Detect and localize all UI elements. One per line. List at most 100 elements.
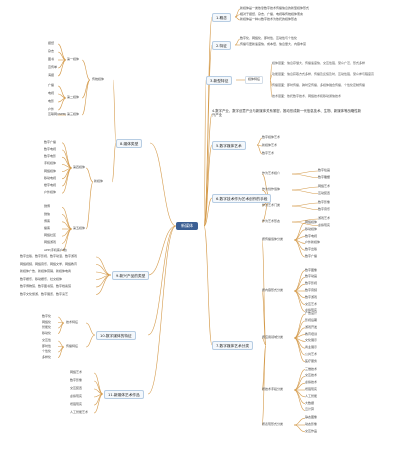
leaf-link — [111, 142, 117, 183]
art-role-group: 作为艺术媒介 — [262, 171, 281, 175]
category-item: 增强现实 — [305, 387, 318, 391]
branch-link — [203, 79, 207, 227]
leaf-link — [81, 79, 91, 116]
category-item: 动态影像 — [305, 422, 318, 426]
digital-art-term: 数字媒体艺术 — [262, 135, 281, 139]
category-item: 数字广播 — [305, 254, 318, 258]
category-group: 按表现形式分类 — [262, 422, 284, 426]
media-item: 数字电影 — [44, 154, 57, 159]
section-digital-media-art-node: 5.数字媒体艺术 — [212, 141, 246, 150]
section-new-features-node: 3.新型特征 — [206, 76, 233, 85]
category-item: 网络媒体 — [305, 220, 318, 224]
section-product-type-node: 9.新兴产品的类型 — [112, 271, 150, 280]
media-item: 电影 — [48, 99, 55, 103]
leaf-link — [261, 344, 267, 426]
media-item: 电视 — [48, 91, 55, 95]
media-tier-node: 第四媒体 — [73, 165, 86, 169]
leaf-link — [57, 346, 65, 358]
media-item: 微信 — [44, 211, 51, 216]
branch-link — [147, 225, 177, 395]
artwork-item: 人工智能艺术 — [70, 410, 89, 414]
artwork-item: 网络艺术 — [70, 370, 83, 374]
category-group: 按应用领域分类 — [262, 335, 284, 339]
feature-item: 即时性 — [42, 343, 52, 348]
leaf-link — [112, 79, 117, 144]
leaf-link — [261, 290, 267, 346]
art-role-group: 作为艺术门类 — [262, 203, 281, 207]
media-item: 宣传单 — [48, 65, 58, 69]
artwork-item: 交互装置 — [70, 386, 83, 390]
section-concept-node: 1.概念 — [212, 13, 231, 22]
leaf-link — [93, 393, 104, 414]
digital-art-term: 新媒体艺术 — [262, 143, 278, 147]
leaf-link — [256, 144, 263, 155]
feature-group: 技术特征 — [66, 320, 79, 324]
category-item: 云计算 — [305, 407, 315, 412]
product-type-line: 网络视频、网络音乐、网络文学、网络教育 — [20, 261, 78, 266]
category-item: 影视后期 — [305, 318, 318, 322]
feature-item: 数字化 — [42, 314, 52, 318]
category-item: 教育培训 — [305, 331, 318, 336]
art-role-item: 数字雕塑 — [318, 174, 331, 179]
leaf-link — [57, 322, 65, 334]
feature-item: 智能化 — [42, 325, 52, 329]
leaf-link — [293, 389, 306, 411]
category-item: 数字图像 — [305, 267, 318, 272]
leaf-link — [293, 290, 306, 312]
branch-link — [147, 225, 177, 276]
category-group: 按传播载体分类 — [262, 237, 284, 241]
category-item: 虚拟技术 — [305, 380, 318, 385]
section-features-node: 2.特征 — [212, 41, 231, 50]
leaf-link — [85, 181, 94, 230]
category-item: 游戏开发 — [305, 324, 318, 329]
category-item: 移动媒体 — [305, 226, 318, 231]
media-item: 微博 — [44, 204, 51, 209]
leaf-link — [85, 167, 94, 183]
category-item: 交互技术 — [305, 373, 318, 378]
media-item: 楼宇电视 — [44, 183, 57, 187]
category-item: 静态图像 — [305, 415, 318, 420]
media-item: 互联网(WEB) — [48, 112, 67, 116]
leaf-link — [291, 173, 319, 178]
feature-item: 多样化 — [42, 354, 52, 359]
media-item: 报纸 — [48, 41, 55, 45]
digital-art-term: 数字艺术 — [262, 151, 275, 155]
media-item: 手机媒体 — [44, 161, 57, 166]
branch-link — [149, 142, 177, 227]
leaf-link — [293, 424, 306, 433]
product-type-line: 数字博物馆、数字图书馆、数字档案馆 — [20, 284, 72, 288]
media-item: 户外媒体 — [44, 190, 57, 195]
section-industry-text: 4.数字产业、数字创意产业与新媒体关系紧密，推动形成新一代信息技术、生物、新媒体… — [212, 109, 362, 117]
media-tier-node: 第三媒体 — [67, 112, 80, 116]
category-item: 交互艺术 — [305, 301, 318, 306]
leaf-link — [293, 337, 306, 363]
feature-item: 移动化 — [42, 330, 52, 335]
feature-group: 传播特征 — [66, 344, 79, 348]
category-item: 户外新媒体 — [305, 240, 321, 245]
category-item: 三维技术 — [305, 366, 318, 371]
section-new-media-artwork-node: 11.新媒体艺术作品 — [104, 390, 144, 399]
art-role-group: 作为创作载体 — [262, 187, 281, 191]
art-role-item: 虚拟现实 — [318, 222, 331, 227]
media-feature-detail: 技术层面：依托数字技术、网络技术和移动通信技术 — [272, 94, 342, 98]
category-item: 广告设计 — [305, 311, 318, 316]
artwork-item: 数字影像 — [70, 378, 83, 382]
leaf-link — [234, 16, 241, 21]
media-features-group: 媒体特征 — [245, 76, 264, 84]
category-item: 商业展示 — [305, 345, 318, 350]
media-feature-detail: 媒体层面：信息存储大、传播速度快、交互性强、受众广泛、形式多样 — [272, 61, 366, 65]
media-item: 杂志 — [48, 49, 55, 53]
media-tier-node: 第五媒体 — [73, 226, 86, 230]
artwork-item: 增强现实 — [70, 402, 83, 406]
media-item: 网络社区 — [44, 233, 57, 238]
media-item: 数字广播 — [44, 139, 57, 144]
artwork-item: 虚拟现实 — [70, 394, 83, 398]
category-group: 按技术手段分类 — [262, 387, 284, 391]
media-item: 广播 — [48, 83, 55, 87]
section-digital-media-feature-node: 10.数字媒体的特征 — [96, 331, 136, 340]
leaf-link — [291, 189, 319, 194]
category-item: 数字音频 — [305, 288, 318, 292]
category-item: 数字动画 — [305, 274, 318, 279]
category-item: 数字出版 — [305, 247, 318, 252]
